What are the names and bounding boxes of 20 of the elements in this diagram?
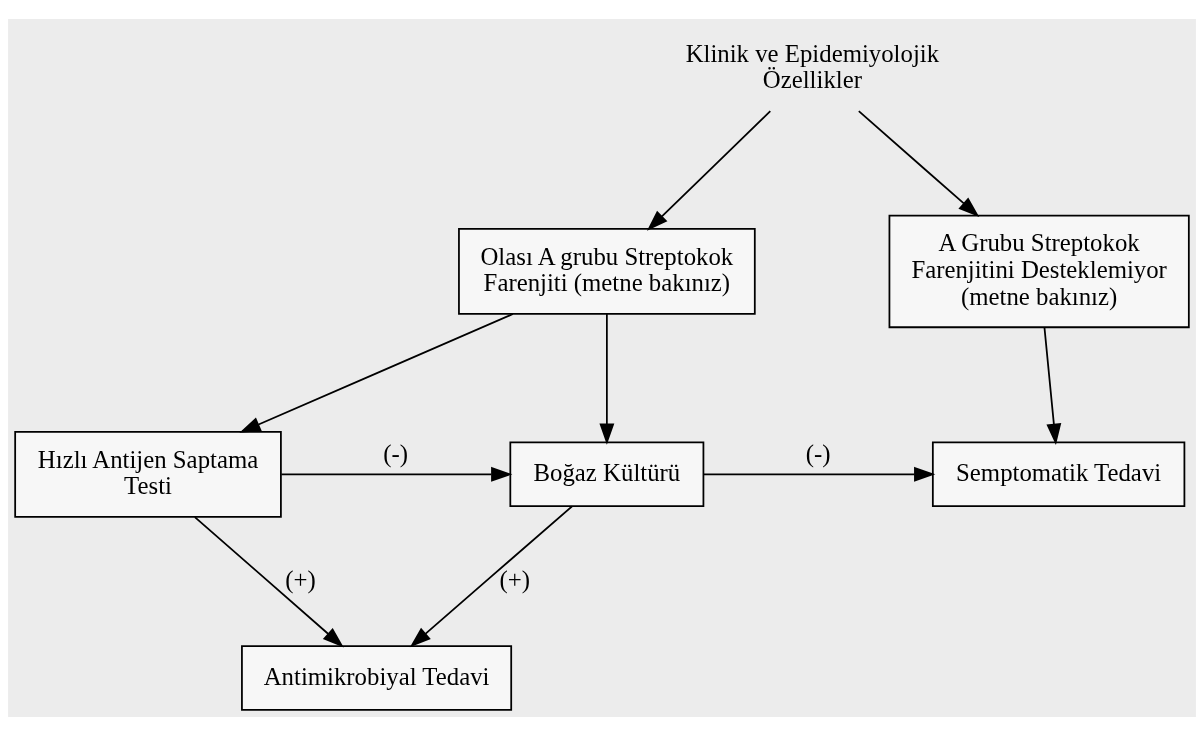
- arrow: [702, 466, 936, 482]
- arrow: [646, 109, 772, 231]
- edge-label: (-): [383, 439, 408, 467]
- node-box: Antimikrobiyal Tedavi: [241, 644, 513, 711]
- edge-label: (+): [499, 565, 530, 593]
- node-text: Klinik ve Epidemiyolojik Özellikler: [685, 39, 940, 93]
- node-box: A Grubu Streptokok Farenjitini Desteklemiyor (metne bakınız): [888, 214, 1190, 328]
- arrow: [409, 505, 573, 647]
- arrow: [599, 312, 615, 445]
- edge-label: (-): [805, 439, 831, 467]
- arrow: [857, 109, 980, 217]
- edge-label: (+): [285, 565, 316, 593]
- arrow: [1043, 326, 1062, 445]
- node-box: Semptomatik Tedavi: [931, 441, 1186, 507]
- arrow: [280, 466, 513, 482]
- arrow: [193, 515, 344, 648]
- node-box: Hızlı Antijen Saptama Testi: [14, 430, 282, 518]
- node-box: Boğaz Kültürü: [509, 441, 705, 507]
- arrow: [239, 312, 514, 433]
- node-box: Olası A grubu Streptokok Farenjiti (metne bakınız): [458, 227, 756, 315]
